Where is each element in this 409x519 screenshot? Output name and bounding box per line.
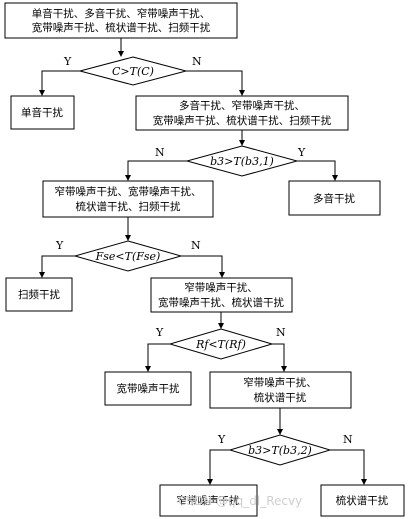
decision-5: b3>T(b3,2) [228, 434, 332, 466]
box-3-line-2: 梳状谱干扰、扫频干扰 [76, 200, 181, 213]
box-2: 多音干扰、窄带噪声干扰、 宽带噪声干扰、梳状谱干扰、扫频干扰 [135, 95, 349, 131]
connector [272, 343, 287, 372]
result-sweep-box: 扫频干扰 [5, 277, 73, 312]
decision-4: Rf<T(Rf) [168, 328, 274, 360]
decision-1-label: C>T(C) [112, 65, 154, 78]
decision-5-no: N [343, 433, 353, 446]
result-single-tone-label: 单音干扰 [21, 106, 63, 119]
connector [39, 70, 80, 96]
result-comb-box: 梳状谱干扰 [320, 484, 405, 517]
start-line-1: 单音干扰、多音干扰、窄带噪声干扰、 [32, 7, 211, 20]
box-5-line-1: 窄带噪声干扰、 [243, 376, 317, 389]
decision-1-no: N [192, 55, 202, 68]
connector [297, 160, 338, 181]
connector [181, 255, 225, 278]
result-multi-tone-box: 多音干扰 [288, 180, 381, 216]
result-wideband-label: 宽带噪声干扰 [117, 382, 180, 395]
box-4-line-1: 窄带噪声干扰、 [184, 281, 258, 294]
decision-4-yes: Y [155, 326, 164, 339]
decision-4-label: Rf<T(Rf) [195, 338, 246, 351]
box-4: 窄带噪声干扰、 宽带噪声干扰、梳状谱干扰 [150, 277, 293, 313]
decision-2-no: N [155, 146, 165, 159]
box-5: 窄带噪声干扰、 梳状谱干扰 [209, 371, 352, 409]
connector [145, 343, 170, 372]
decision-2-yes: Y [297, 146, 306, 159]
result-wideband-box: 宽带噪声干扰 [104, 371, 192, 406]
result-comb-label: 梳状谱干扰 [336, 494, 389, 507]
connector [330, 449, 367, 485]
box-4-line-2: 宽带噪声干扰、梳状谱干扰 [158, 296, 284, 309]
decision-3: Fse<T(Fse) [73, 240, 183, 272]
box-5-line-2: 梳状谱干扰 [254, 391, 307, 404]
decision-3-no: N [191, 239, 201, 252]
decision-1: C>T(C) [78, 56, 188, 86]
decision-3-yes: Y [55, 239, 64, 252]
decision-5-yes: Y [217, 433, 226, 446]
decision-5-label: b3>T(b3,2) [248, 444, 312, 457]
connector [39, 255, 75, 278]
decision-1-yes: Y [63, 55, 72, 68]
result-sweep-label: 扫频干扰 [18, 288, 60, 301]
result-narrowband-label: 窄带噪声干扰 [177, 494, 240, 507]
box-2-line-1: 多音干扰、窄带噪声干扰、 [179, 99, 305, 112]
result-single-tone-box: 单音干扰 [10, 95, 75, 130]
decision-2-label: b3>T(b3,1) [210, 155, 274, 168]
connector [207, 449, 230, 485]
result-narrowband-box: 窄带噪声干扰 [159, 484, 258, 517]
box-3-line-1: 窄带噪声干扰、宽带噪声干扰、 [55, 185, 202, 198]
decision-4-no: N [276, 326, 286, 339]
decision-3-label: Fse<T(Fse) [95, 250, 161, 263]
box-2-line-2: 宽带噪声干扰、梳状谱干扰、扫频干扰 [153, 114, 332, 127]
start-line-2: 宽带噪声干扰、梳状谱干扰、扫频干扰 [32, 21, 211, 34]
decision-2: b3>T(b3,1) [185, 145, 299, 177]
box-3: 窄带噪声干扰、宽带噪声干扰、 梳状谱干扰、扫频干扰 [42, 180, 214, 218]
result-multi-tone-label: 多音干扰 [313, 192, 355, 205]
connector [125, 160, 187, 181]
watermark: CSDN @qq_dl_Recvy [178, 494, 302, 508]
connector [186, 70, 245, 96]
start-box: 单音干扰、多音干扰、窄带噪声干扰、 宽带噪声干扰、梳状谱干扰、扫频干扰 [4, 2, 238, 39]
